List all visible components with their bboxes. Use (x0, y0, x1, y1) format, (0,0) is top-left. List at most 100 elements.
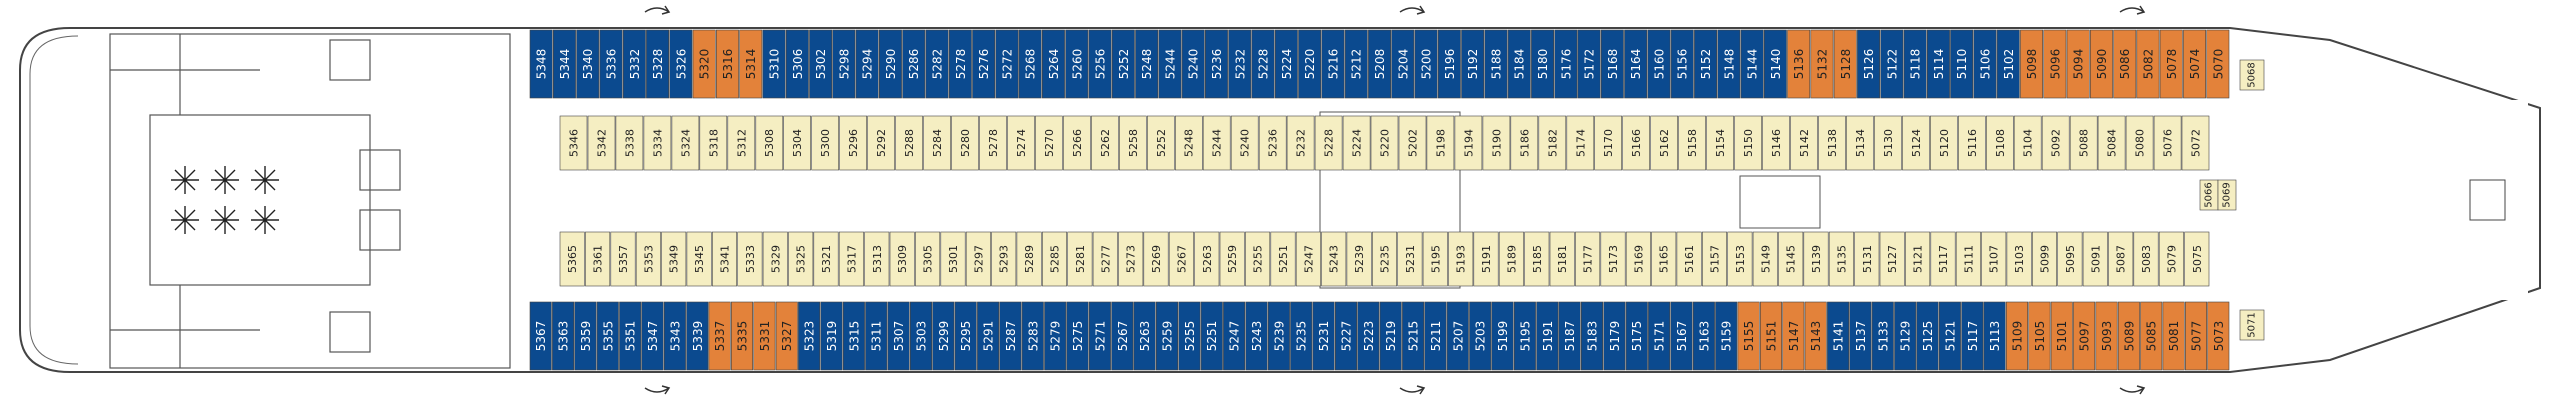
cabin-5232[interactable] (1228, 29, 1252, 99)
cabin-5345[interactable] (686, 231, 712, 287)
cabin-5192[interactable] (1461, 29, 1485, 99)
cabin-5280[interactable] (951, 115, 979, 171)
cabin-5207[interactable] (1446, 301, 1469, 371)
cabin-5189[interactable] (1498, 231, 1524, 287)
cabin-5215[interactable] (1402, 301, 1425, 371)
cabin-5122[interactable] (1880, 29, 1904, 99)
cabin-5072[interactable] (2181, 115, 2210, 171)
cabin-5167[interactable] (1670, 301, 1693, 371)
cabin-5152[interactable] (1694, 29, 1718, 99)
cabin-5150[interactable] (1734, 115, 1762, 171)
cabin-5191[interactable] (1473, 231, 1499, 287)
cabin-5157[interactable] (1702, 231, 1728, 287)
cabin-5302[interactable] (809, 29, 833, 99)
cabin-5121[interactable] (1938, 301, 1961, 371)
cabin-5228[interactable] (1251, 29, 1275, 99)
cabin-5319[interactable] (820, 301, 843, 371)
cabin-5255[interactable] (1178, 301, 1201, 371)
cabin-5084[interactable] (2097, 115, 2126, 171)
cabin-5135[interactable] (1828, 231, 1854, 287)
cabin-5303[interactable] (909, 301, 932, 371)
cabin-5068[interactable] (2239, 59, 2265, 91)
cabin-5347[interactable] (641, 301, 664, 371)
cabin-5179[interactable] (1603, 301, 1626, 371)
cabin-5278[interactable] (948, 29, 972, 99)
cabin-5231[interactable] (1397, 231, 1423, 287)
cabin-5071[interactable] (2239, 309, 2265, 341)
cabin-5146[interactable] (1762, 115, 1790, 171)
cabin-5293[interactable] (991, 231, 1017, 287)
cabin-5349[interactable] (661, 231, 687, 287)
cabin-5321[interactable] (813, 231, 839, 287)
cabin-5124[interactable] (1902, 115, 1930, 171)
cabin-5264[interactable] (1042, 29, 1065, 99)
cabin-5121[interactable] (1905, 231, 1931, 287)
cabin-5339[interactable] (686, 301, 709, 371)
cabin-5252[interactable] (1111, 29, 1135, 99)
cabin-5176[interactable] (1554, 29, 1578, 99)
cabin-5132[interactable] (1810, 29, 1834, 99)
cabin-5291[interactable] (977, 301, 1000, 371)
cabin-5228[interactable] (1314, 115, 1343, 171)
cabin-5137[interactable] (1849, 301, 1872, 371)
cabin-5088[interactable] (2069, 115, 2098, 171)
cabin-5283[interactable] (1021, 301, 1044, 371)
cabin-5338[interactable] (615, 115, 644, 171)
cabin-5363[interactable] (552, 301, 575, 371)
cabin-5073[interactable] (2207, 301, 2230, 371)
cabin-5235[interactable] (1372, 231, 1398, 287)
cabin-5144[interactable] (1740, 29, 1764, 99)
cabin-5255[interactable] (1245, 231, 1271, 287)
cabin-5165[interactable] (1651, 231, 1677, 287)
cabin-5239[interactable] (1267, 301, 1290, 371)
cabin-5181[interactable] (1549, 231, 1575, 287)
cabin-5155[interactable] (1737, 301, 1760, 371)
cabin-5070[interactable] (2206, 29, 2230, 99)
cabin-5365[interactable] (559, 231, 585, 287)
cabin-5104[interactable] (2013, 115, 2042, 171)
cabin-5279[interactable] (1044, 301, 1067, 371)
cabin-5256[interactable] (1088, 29, 1112, 99)
cabin-5268[interactable] (1018, 29, 1042, 99)
cabin-5212[interactable] (1344, 29, 1368, 99)
cabin-5353[interactable] (635, 231, 661, 287)
cabin-5166[interactable] (1622, 115, 1650, 171)
cabin-5170[interactable] (1594, 115, 1622, 171)
cabin-5169[interactable] (1625, 231, 1651, 287)
cabin-5307[interactable] (887, 301, 910, 371)
cabin-5236[interactable] (1205, 29, 1228, 99)
cabin-5290[interactable] (878, 29, 902, 99)
cabin-5300[interactable] (811, 115, 840, 171)
cabin-5367[interactable] (529, 301, 552, 371)
cabin-5219[interactable] (1379, 301, 1402, 371)
cabin-5270[interactable] (1035, 115, 1063, 171)
cabin-5314[interactable] (739, 29, 763, 99)
cabin-5351[interactable] (619, 301, 642, 371)
cabin-5199[interactable] (1491, 301, 1514, 371)
cabin-5091[interactable] (2082, 231, 2108, 287)
cabin-5159[interactable] (1715, 301, 1738, 371)
cabin-5081[interactable] (2162, 301, 2185, 371)
cabin-5117[interactable] (1930, 231, 1956, 287)
cabin-5162[interactable] (1650, 115, 1678, 171)
cabin-5267[interactable] (1111, 301, 1134, 371)
cabin-5320[interactable] (692, 29, 716, 99)
cabin-5337[interactable] (708, 301, 731, 371)
cabin-5315[interactable] (842, 301, 865, 371)
cabin-5244[interactable] (1202, 115, 1231, 171)
cabin-5160[interactable] (1647, 29, 1671, 99)
cabin-5277[interactable] (1092, 231, 1118, 287)
cabin-5195[interactable] (1513, 301, 1536, 371)
cabin-5231[interactable] (1312, 301, 1335, 371)
cabin-5248[interactable] (1175, 115, 1203, 171)
cabin-5111[interactable] (1955, 231, 1981, 287)
cabin-5109[interactable] (2006, 301, 2029, 371)
cabin-5154[interactable] (1706, 115, 1734, 171)
cabin-5305[interactable] (915, 231, 941, 287)
cabin-5247[interactable] (1295, 231, 1321, 287)
cabin-5127[interactable] (1879, 231, 1905, 287)
cabin-5168[interactable] (1600, 29, 1624, 99)
cabin-5334[interactable] (643, 115, 672, 171)
cabin-5317[interactable] (838, 231, 864, 287)
cabin-5153[interactable] (1727, 231, 1753, 287)
